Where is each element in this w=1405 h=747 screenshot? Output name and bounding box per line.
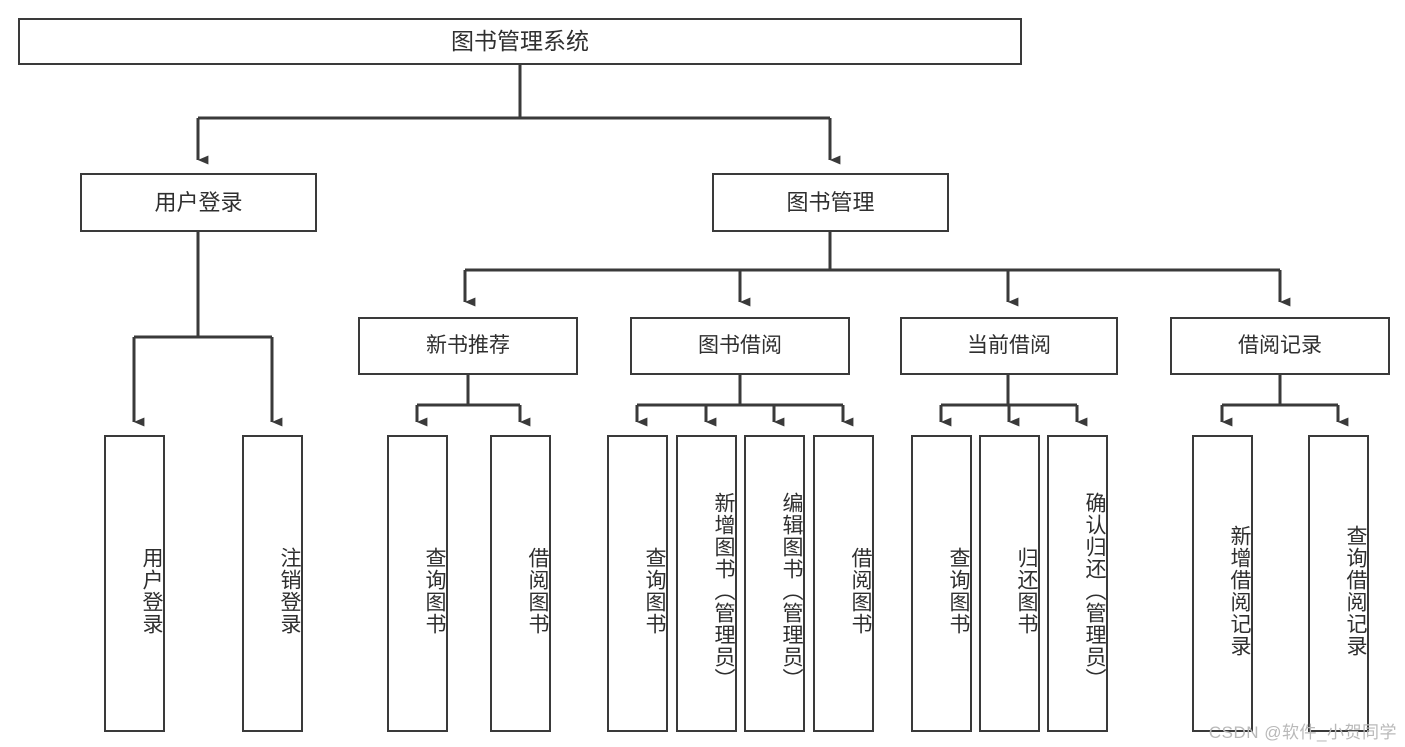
leaf-add-borrow-record[interactable]: 新增借阅记录 [1192,435,1253,732]
node-new-book-recommend[interactable]: 新书推荐 [358,317,578,375]
node-label: 确认归还（管理员） [1083,491,1106,690]
node-label: 查询借阅记录 [1344,524,1367,657]
node-label: 借阅图书 [526,546,549,635]
node-label: 图书借阅 [698,333,782,357]
node-borrow-record[interactable]: 借阅记录 [1170,317,1390,375]
node-user-login[interactable]: 用户登录 [80,173,317,232]
node-label: 借阅记录 [1238,333,1322,357]
node-label: 编辑图书（管理员） [780,491,803,690]
node-label: 新书推荐 [426,333,510,357]
leaf-new-book-query[interactable]: 查询图书 [387,435,448,732]
leaf-current-query-book[interactable]: 查询图书 [911,435,972,732]
node-label: 当前借阅 [967,333,1051,357]
node-label: 用户登录 [140,546,163,635]
leaf-book-add-admin[interactable]: 新增图书（管理员） [676,435,737,732]
node-label: 借阅图书 [849,546,872,635]
node-label: 新增图书（管理员） [712,491,735,690]
node-label: 查询图书 [423,546,446,635]
leaf-query-borrow-record[interactable]: 查询借阅记录 [1308,435,1369,732]
leaf-return-book[interactable]: 归还图书 [979,435,1040,732]
node-label: 图书管理 [786,189,875,215]
node-book-borrow[interactable]: 图书借阅 [630,317,850,375]
leaf-book-borrow-action[interactable]: 借阅图书 [813,435,874,732]
node-label: 归还图书 [1015,546,1038,635]
node-label: 查询图书 [643,546,666,635]
node-label: 图书管理系统 [451,27,589,54]
leaf-user-login[interactable]: 用户登录 [104,435,165,732]
node-label: 用户登录 [154,189,243,215]
leaf-book-borrow-query[interactable]: 查询图书 [607,435,668,732]
node-book-management[interactable]: 图书管理 [712,173,949,232]
leaf-user-logout[interactable]: 注销登录 [242,435,303,732]
leaf-confirm-return-admin[interactable]: 确认归还（管理员） [1047,435,1108,732]
node-label: 新增借阅记录 [1228,524,1251,657]
leaf-book-edit-admin[interactable]: 编辑图书（管理员） [744,435,805,732]
node-current-borrow[interactable]: 当前借阅 [900,317,1118,375]
leaf-new-book-borrow[interactable]: 借阅图书 [490,435,551,732]
node-label: 注销登录 [278,546,301,635]
node-root-book-management-system[interactable]: 图书管理系统 [18,18,1022,65]
node-label: 查询图书 [947,546,970,635]
